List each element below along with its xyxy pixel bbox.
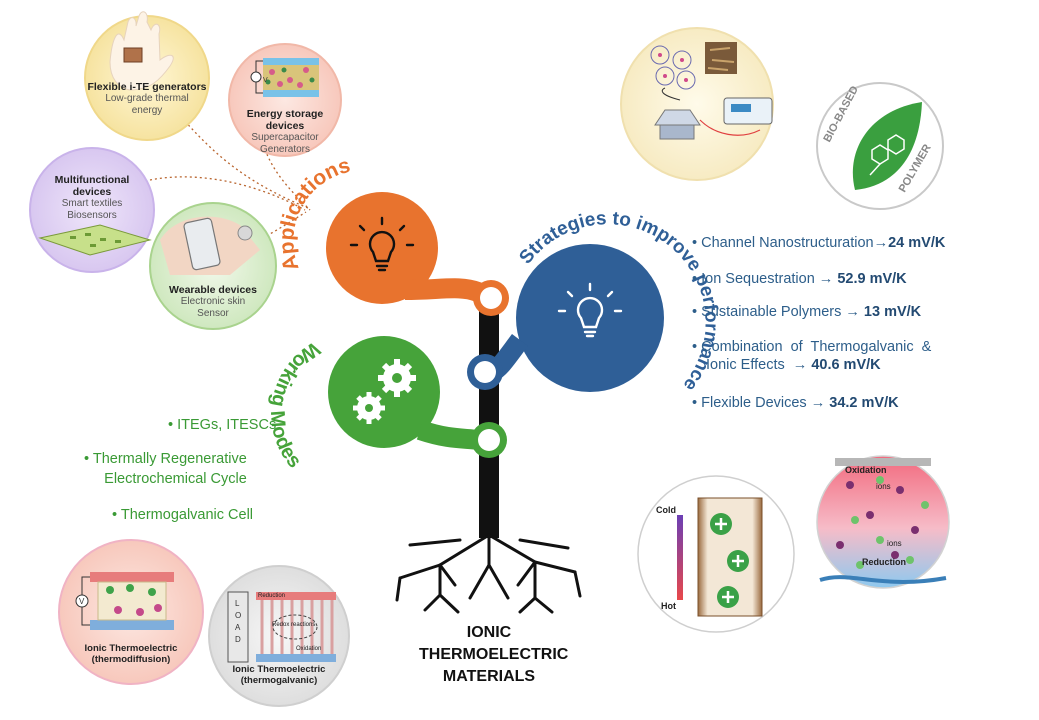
bullet: • xyxy=(84,451,90,467)
strategy-value: 40.6 mV/K xyxy=(811,357,881,373)
oxidation-label: Oxidation xyxy=(845,465,887,475)
app-desc-line: Electronic skin xyxy=(180,296,246,307)
title-line: IONIC xyxy=(466,624,512,641)
svg-text:A: A xyxy=(235,623,241,632)
application-connectors xyxy=(149,109,311,251)
app-multifunctional: Multifunctional devices Smart textiles B… xyxy=(42,174,142,222)
arrow: → xyxy=(784,357,812,373)
page-title: IONIC THERMOELECTRIC MATERIALS xyxy=(419,622,569,688)
bullet: • xyxy=(692,339,698,355)
svg-text:D: D xyxy=(235,635,241,644)
redox-reactions-label: Redox reactions xyxy=(272,622,315,628)
voltmeter-label-top: V xyxy=(263,77,268,84)
ions-label-top: ions xyxy=(876,482,891,491)
bubble-energy-storage xyxy=(228,43,342,157)
app-title: Energy storage devices xyxy=(246,108,324,132)
strategy-item: • Combination of Thermogalvanic & Ionic … xyxy=(692,338,931,374)
arrow: → xyxy=(806,395,830,411)
bubble-flexible-generators xyxy=(84,11,210,141)
working-mode-item: • ITEGs, ITESCs xyxy=(168,415,276,435)
strategy-text: Sustainable Polymers xyxy=(701,304,842,320)
strategy-text: Channel Nanostructuration xyxy=(701,235,874,251)
svg-text:O: O xyxy=(235,611,241,620)
strategy-text: Combination of Thermogalvanic & xyxy=(701,339,932,355)
bubble-fabrication-setup xyxy=(620,27,774,181)
mode-text-line2: Electrochemical Cycle xyxy=(104,471,247,487)
strategy-item: • Sustainable Polymers → 13 mV/K xyxy=(692,303,921,321)
app-desc-line: Supercapacitor xyxy=(251,132,319,143)
bubble-redox xyxy=(816,455,950,589)
gears-icon xyxy=(353,359,416,424)
app-wearable: Wearable devices Electronic skin Sensor xyxy=(158,284,268,320)
strategy-text: Ion Sequestration xyxy=(701,271,815,287)
thermogalvanic-reduction-label: Reduction xyxy=(258,593,285,599)
bubble-thermogalvanic-device xyxy=(208,565,350,707)
strategy-value: 34.2 mV/K xyxy=(829,395,899,411)
working-mode-item: • Thermogalvanic Cell xyxy=(112,505,253,525)
app-desc-line: Sensor xyxy=(197,308,229,319)
caption-line: Ionic Thermoelectric xyxy=(232,664,326,675)
mode-text: ITEGs, ITESCs xyxy=(177,417,277,433)
applications-branch xyxy=(326,192,509,316)
strategies-branch xyxy=(467,244,664,392)
title-line: THERMOELECTRIC xyxy=(419,646,569,663)
svg-text:L: L xyxy=(235,599,240,608)
strategy-value: 52.9 mV/K xyxy=(837,271,907,287)
strategy-item: • Channel Nanostructuration→24 mV/K xyxy=(692,234,945,252)
strategy-item: • Ion Sequestration → 52.9 mV/K xyxy=(692,270,907,288)
working-modes-label: Working Modes xyxy=(266,337,324,472)
working-mode-item: • Thermally Regenerative Electrochemical… xyxy=(84,449,247,489)
bubble-wearable xyxy=(149,202,277,330)
thermogalvanic-oxidation-label: Oxidation xyxy=(296,646,321,652)
strategy-text: Flexible Devices xyxy=(701,395,807,411)
cold-label: Cold xyxy=(656,505,676,515)
lightbulb-icon xyxy=(349,216,415,272)
caption-line: Ionic Thermoelectric xyxy=(84,643,178,654)
mode-text: Thermogalvanic Cell xyxy=(120,507,254,523)
strategy-value: 24 mV/K xyxy=(888,235,946,251)
bullet: • xyxy=(112,507,118,523)
app-energy-storage: Energy storage devices Supercapacitor Ge… xyxy=(235,108,335,156)
bubble-ion-channel xyxy=(637,475,795,633)
strategy-item: • Flexible Devices → 34.2 mV/K xyxy=(692,394,899,412)
bullet: • xyxy=(168,417,174,433)
bio-based-polymer-badge xyxy=(816,82,944,210)
voltmeter-label-bottom: V xyxy=(79,597,85,606)
app-desc-line: Smart textiles xyxy=(61,198,123,209)
caption-line: (thermogalvanic) xyxy=(240,675,318,686)
app-desc-line: energy xyxy=(131,105,163,116)
strategy-text-line2: Ionic Effects xyxy=(706,357,785,373)
app-title: Multifunctional devices xyxy=(54,174,130,198)
bubble-thermodiffusion-device xyxy=(58,539,204,685)
app-flexible-generators: Flexible i-TE generators Low-grade therm… xyxy=(87,81,207,117)
app-title: Wearable devices xyxy=(169,284,257,296)
app-desc-line: Generators xyxy=(259,144,311,155)
title-line: MATERIALS xyxy=(442,668,536,685)
thermodiffusion-caption: Ionic Thermoelectric (thermodiffusion) xyxy=(66,643,196,665)
bullet: • xyxy=(692,304,698,320)
bullet: • xyxy=(692,235,698,251)
bubble-multifunctional xyxy=(29,147,155,273)
mode-text: Thermally Regenerative xyxy=(92,451,247,467)
bullet: • xyxy=(692,395,698,411)
arrow: → xyxy=(841,304,864,320)
arrow: → xyxy=(873,235,889,251)
thermogalvanic-caption: Ionic Thermoelectric (thermogalvanic) xyxy=(214,664,344,686)
app-title: Flexible i-TE generators xyxy=(87,81,207,93)
strategy-value: 13 mV/K xyxy=(863,304,922,320)
app-desc-line: Low-grade thermal xyxy=(105,93,189,104)
working-modes-branch xyxy=(328,336,507,458)
ions-label-bottom: ions xyxy=(887,539,902,548)
app-desc-line: Biosensors xyxy=(67,210,117,221)
hot-label: Hot xyxy=(661,601,676,611)
arrow: → xyxy=(814,271,838,287)
reduction-label: Reduction xyxy=(862,557,906,567)
caption-line: (thermodiffusion) xyxy=(91,654,171,665)
bullet: • xyxy=(692,271,698,287)
lightbulb-icon-strategies xyxy=(557,282,623,338)
